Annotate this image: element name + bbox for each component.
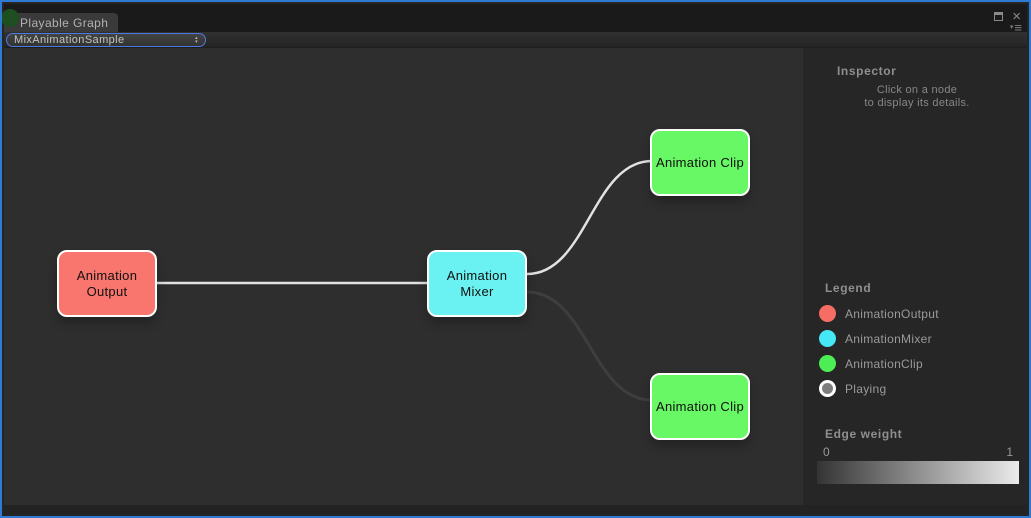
legend-dot-playing-icon <box>819 380 836 397</box>
window-menu-icon[interactable]: ▾ ≡ <box>1009 20 1022 35</box>
hamburger-icon: ≡ <box>1014 20 1022 35</box>
node-label: Animation Clip <box>655 398 744 414</box>
window-controls: × <box>994 8 1021 25</box>
legend-label: AnimationOutput <box>845 306 939 321</box>
legend-label: AnimationMixer <box>845 331 932 346</box>
green-status-dot-icon <box>2 9 19 27</box>
edge-mixer-to-clip-bottom <box>526 290 653 402</box>
legend-label: Playing <box>845 381 887 396</box>
node-animation-mixer[interactable]: Animation Mixer <box>427 250 527 317</box>
legend-dot-clip-icon <box>819 355 836 372</box>
legend-item-playing: Playing <box>819 380 886 397</box>
legend-item-animation-mixer: AnimationMixer <box>819 330 932 347</box>
tab-title: Playable Graph <box>20 15 109 30</box>
legend-item-animation-output: AnimationOutput <box>819 305 939 322</box>
edge-weight-title: Edge weight <box>825 427 903 441</box>
titlebar: Playable Graph × ▾ ≡ <box>2 4 1027 35</box>
node-animation-clip-bottom[interactable]: Animation Clip <box>650 373 750 440</box>
tab-playable-graph[interactable]: Playable Graph <box>4 13 119 32</box>
edge-weight-min-label: 0 <box>823 445 830 459</box>
close-icon[interactable]: × <box>1012 8 1021 25</box>
node-label: Animation Mixer <box>446 267 508 299</box>
menu-triangle-icon: ▾ <box>1009 24 1014 31</box>
legend-label: AnimationClip <box>845 356 923 371</box>
dropdown-arrows-icon: ▴ ▾ <box>195 35 198 45</box>
graph-selector-value: MixAnimationSample <box>14 34 125 46</box>
legend-title: Legend <box>825 281 872 295</box>
graph-canvas[interactable]: Animation Output Animation Mixer Animati… <box>4 48 803 509</box>
inspector-hint-line1: Click on a node <box>876 84 958 96</box>
inspector-hint-line2: to display its details. <box>864 97 970 109</box>
inspector-panel: Inspector Click on a node to display its… <box>803 48 1029 509</box>
edge-weight-max-label: 1 <box>1006 445 1013 459</box>
graph-edges <box>157 159 653 402</box>
edge-mixer-to-clip-top <box>526 159 653 276</box>
edge-weight-gradient-bar <box>817 461 1019 484</box>
legend-item-animation-clip: AnimationClip <box>819 355 923 372</box>
graph-selector-dropdown[interactable]: MixAnimationSample ▴ ▾ <box>6 33 206 47</box>
toolbar: MixAnimationSample ▴ ▾ <box>4 32 1027 48</box>
dropdown-up-arrow-icon: ▴ <box>195 35 198 41</box>
legend-dot-output-icon <box>819 305 836 322</box>
node-animation-clip-top[interactable]: Animation Clip <box>650 129 750 196</box>
window-bottom-strip <box>4 505 1027 514</box>
maximize-icon[interactable] <box>994 12 1004 21</box>
edge-weight-scale: 0 1 <box>817 445 1019 459</box>
node-label: Animation Output <box>76 267 138 299</box>
inspector-title: Inspector <box>837 64 897 78</box>
legend-dot-mixer-icon <box>819 330 836 347</box>
node-label: Animation Clip <box>655 154 744 170</box>
inspector-hint: Click on a node to display its details. <box>803 84 1029 110</box>
node-animation-output[interactable]: Animation Output <box>57 250 157 317</box>
dropdown-down-arrow-icon: ▾ <box>195 39 198 45</box>
